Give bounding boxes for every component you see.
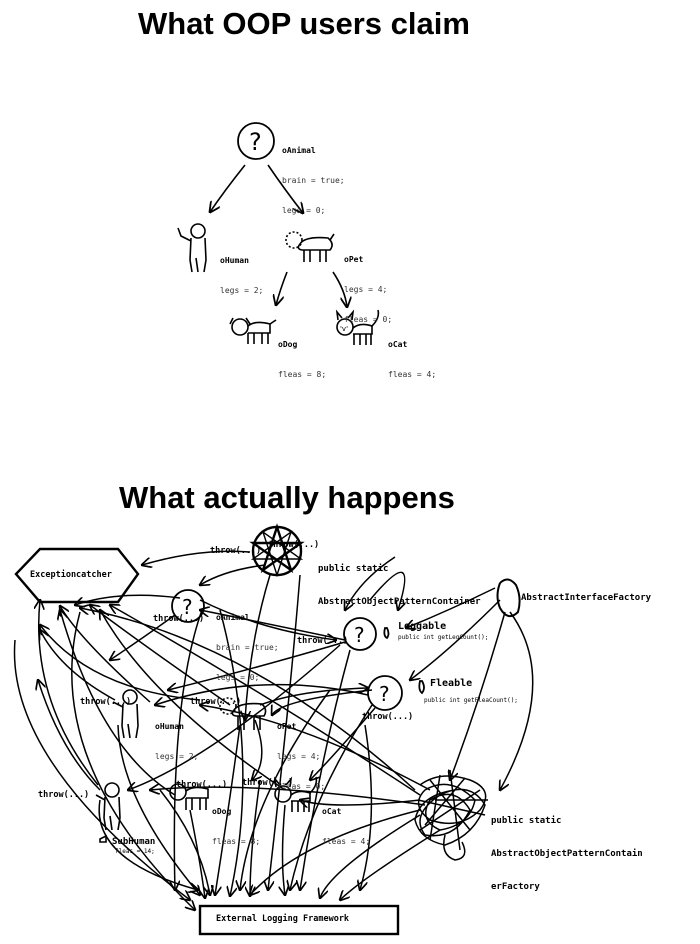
property: fleas = 0; [277,782,326,791]
top-dog-label: oDog fleas = 8; [278,320,326,390]
property: fleas = 4; [322,837,371,846]
human-node [112,689,139,739]
throw-label: throw(...) [242,778,294,788]
dog-icon [229,317,277,344]
subhuman-fleas: fleas = 14; [115,848,155,855]
throw-label: throw(...) [297,636,349,646]
logging-label: External Logging Framework [216,914,350,924]
subhuman-label: SubHuman [112,837,156,847]
class-name: oDog [212,807,232,816]
top-human-label: oHuman legs = 2; [220,236,263,306]
bottom-human-label: oHuman legs = 2; [155,702,198,772]
svg-text:?: ? [379,682,390,706]
property: fleas = 8; [212,837,261,846]
throw-label: throw(...) [362,712,414,722]
throw-label: throw(...) [38,790,90,800]
exceptioncatcher-label: Exceptioncatcher [30,570,112,580]
property: legs = 4; [277,752,321,761]
bottom-dog-label: oDog fleas = 8; [212,787,260,857]
top-pet-label: oPet legs = 4; fleas = 0; [344,235,392,335]
pentagram-icon [249,523,305,578]
throw-label: throw(...) [153,614,205,624]
interface-factory-label: AbstractInterfaceFactory [521,593,652,603]
bottom-chaos-arrows [13,550,534,910]
label-line: AbstractObjectPatternContainer [318,597,481,607]
class-name: oPet [344,255,364,264]
bottom-cat-label: oCat fleas = 4; [322,787,370,857]
fleable-method: public int getFleaCount(); [424,697,518,704]
bottom-title: What actually happens [119,480,455,515]
top-hierarchy-arrows [210,164,347,307]
property: legs = 4; [344,285,388,294]
class-name: oCat [322,807,342,816]
pattern-factory-label: public static AbstractObjectPatternConta… [491,794,643,904]
top-cat-label: oCat fleas = 4; [388,320,436,390]
throw-label: throw(...) [80,697,132,707]
leggable-label: Leggable [398,621,447,632]
property: fleas = 8; [278,370,327,379]
leggable-method: public int getLegCount(); [398,634,489,641]
subhuman-node [95,782,121,843]
throw-label: throw(...) [268,540,320,550]
property: fleas = 0; [344,315,393,324]
class-name: oHuman [220,256,249,265]
cat-icon: 'v' [335,309,380,345]
class-name: oCat [388,340,408,349]
label-line: AbstractObjectPatternContain [491,849,643,859]
throw-label: throw(...) [176,780,228,790]
svg-text:?: ? [354,623,365,647]
pattern-container-label: public static AbstractObjectPatternConta… [318,542,481,619]
fleable-node: ? [367,675,425,711]
property: legs = 2; [155,752,199,761]
question-mark-icon: ? [237,122,275,160]
property: fleas = 4; [388,370,437,379]
bottom-pet-label: oPet legs = 4; fleas = 0; [277,702,325,802]
class-name: oDog [278,340,298,349]
factory-blob [496,578,521,618]
throw-label: throw(...) [190,697,242,707]
property: legs = 0; [216,673,260,682]
top-title: What OOP users claim [138,6,470,41]
leggable-node: ? [343,617,390,651]
generic-pet-icon [285,231,335,262]
logging-box [198,904,400,936]
property: legs = 0; [282,206,326,215]
class-name: oPet [277,722,297,731]
bottom-animal-label: oAnimal brain = true; legs = 0; [216,593,279,693]
class-name: oAnimal [216,613,250,622]
class-name: oAnimal [282,146,316,155]
label-line: erFactory [491,882,540,892]
stick-figure-icon [177,223,207,273]
top-animal-label: oAnimal brain = true; legs = 0; [282,126,345,226]
svg-text:'v': 'v' [340,325,348,333]
label-line: public static [491,816,562,826]
label-line: public static [318,564,389,574]
property: brain = true; [282,176,345,185]
exceptioncatcher-box [14,547,140,604]
class-name: oHuman [155,722,184,731]
tangled-mess [414,769,488,861]
throw-label: throw(...) [210,546,262,556]
svg-text:?: ? [249,128,262,156]
fleable-label: Fleable [430,678,473,689]
property: brain = true; [216,643,279,652]
property: legs = 2; [220,286,264,295]
svg-text:?: ? [182,595,193,619]
